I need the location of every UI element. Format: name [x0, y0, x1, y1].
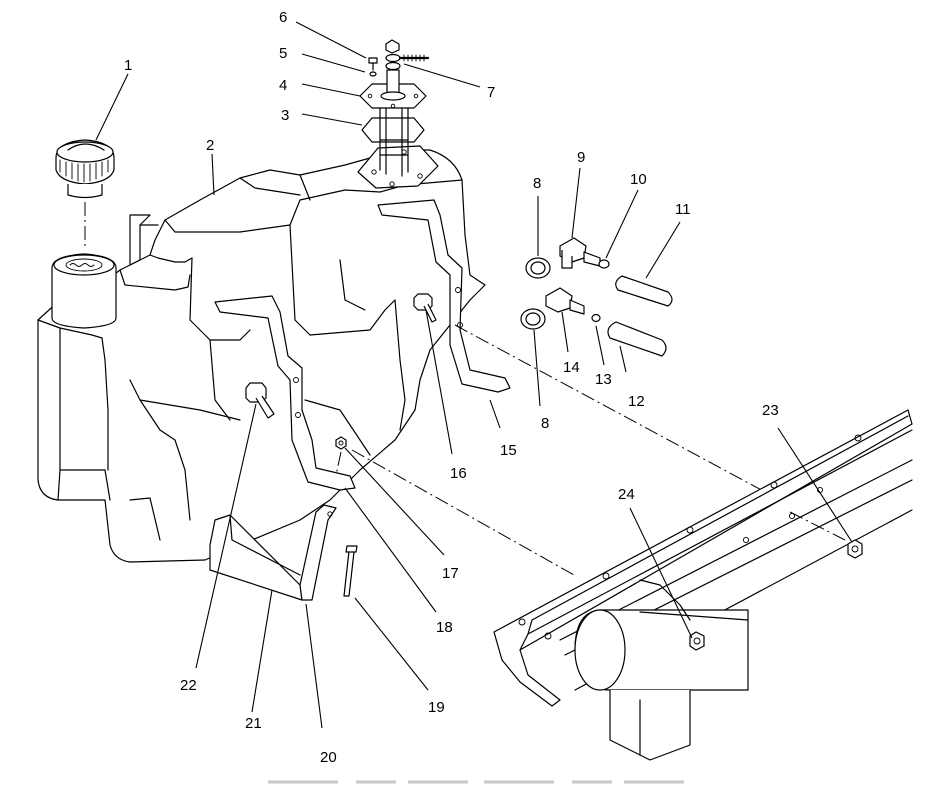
callout-21: 21: [245, 715, 262, 732]
callout-24: 24: [618, 486, 635, 503]
callout-1: 1: [124, 57, 132, 74]
callout-2: 2: [206, 137, 214, 154]
callout-15: 15: [500, 442, 517, 459]
callout-11: 11: [675, 201, 691, 218]
callout-3: 3: [281, 107, 289, 124]
bolts: [245, 293, 437, 476]
tank-support-bracket: [209, 504, 358, 601]
callout-20: 20: [320, 749, 337, 766]
callout-9: 9: [577, 149, 585, 166]
callout-4: 4: [279, 77, 287, 94]
callout-12: 12: [628, 393, 645, 410]
fuel-tank: [37, 145, 486, 563]
callout-18: 18: [436, 619, 453, 636]
tank-straps: [214, 199, 511, 491]
callout-8-lower: 8: [541, 415, 549, 432]
callout-17: 17: [442, 565, 459, 582]
callout-6: 6: [279, 9, 287, 26]
callout-16: 16: [450, 465, 467, 482]
callout-labels: 1 2 3 4 5 6 7 8 8 9 10 11 12 13 14 15 16…: [124, 9, 779, 766]
callout-14: 14: [563, 359, 580, 376]
callout-leaders: [95, 21, 853, 729]
callout-7: 7: [487, 84, 495, 101]
callout-22: 22: [180, 677, 197, 694]
callout-19: 19: [428, 699, 445, 716]
callout-8-upper: 8: [533, 175, 541, 192]
filler-cap: [55, 139, 115, 250]
machine-frame: [493, 409, 913, 761]
callout-5: 5: [279, 45, 287, 62]
callout-23: 23: [762, 402, 779, 419]
fuel-sender-assembly: [359, 39, 430, 177]
callout-13: 13: [595, 371, 612, 388]
callout-10: 10: [630, 171, 647, 188]
hose-clamps-and-fittings: [520, 237, 673, 357]
